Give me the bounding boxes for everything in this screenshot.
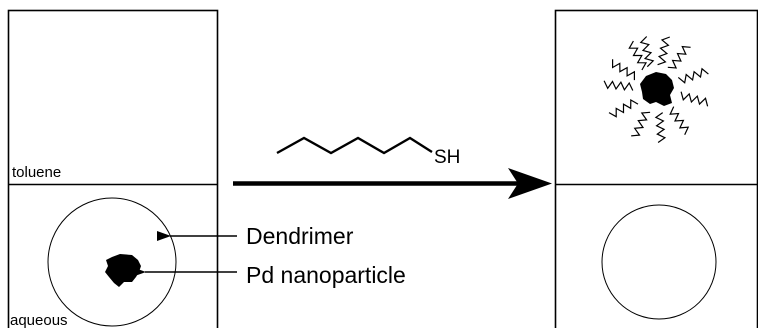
- ligand-chain-12: [628, 40, 648, 71]
- ligand-chain-9: [608, 98, 639, 118]
- ligand-chain-8: [631, 111, 651, 137]
- ligand-chain-6: [669, 106, 690, 136]
- thiol-group-label: SH: [434, 147, 460, 168]
- capped-pd-nanoparticle-blob: [640, 72, 674, 106]
- left-vial: toluene aqueous: [7, 9, 219, 328]
- alkyl-chain: [276, 136, 433, 155]
- dendrimer-label: Dendrimer: [246, 223, 354, 249]
- reaction-arrowhead: [508, 168, 552, 199]
- ligand-chain-11: [612, 59, 635, 81]
- thiol-ligand-shell: [603, 36, 709, 143]
- toluene-label: toluene: [12, 164, 61, 181]
- ligand-chain-3: [667, 45, 691, 69]
- ligand-chain-7: [654, 112, 667, 143]
- left-vial-outline: [7, 9, 219, 328]
- ligand-chain-2: [657, 36, 671, 66]
- callouts: Dendrimer Pd nanoparticle: [132, 223, 406, 288]
- dendrimer-circle: [47, 197, 177, 327]
- ligand-chain-5: [680, 91, 709, 107]
- ligand-chain-4: [677, 67, 709, 84]
- right-vial-outline: [554, 9, 758, 328]
- right-vial: [554, 9, 758, 328]
- ligand-chain-1: [639, 36, 655, 68]
- aqueous-label: aqueous: [10, 312, 68, 328]
- ligand-chain-10: [603, 80, 634, 91]
- empty-dendrimer-circle: [601, 204, 717, 320]
- reagent-hexanethiol: SH: [276, 136, 460, 168]
- pd-nanoparticle-label: Pd nanoparticle: [246, 262, 406, 288]
- pd-nanoparticle-blob: [105, 254, 141, 287]
